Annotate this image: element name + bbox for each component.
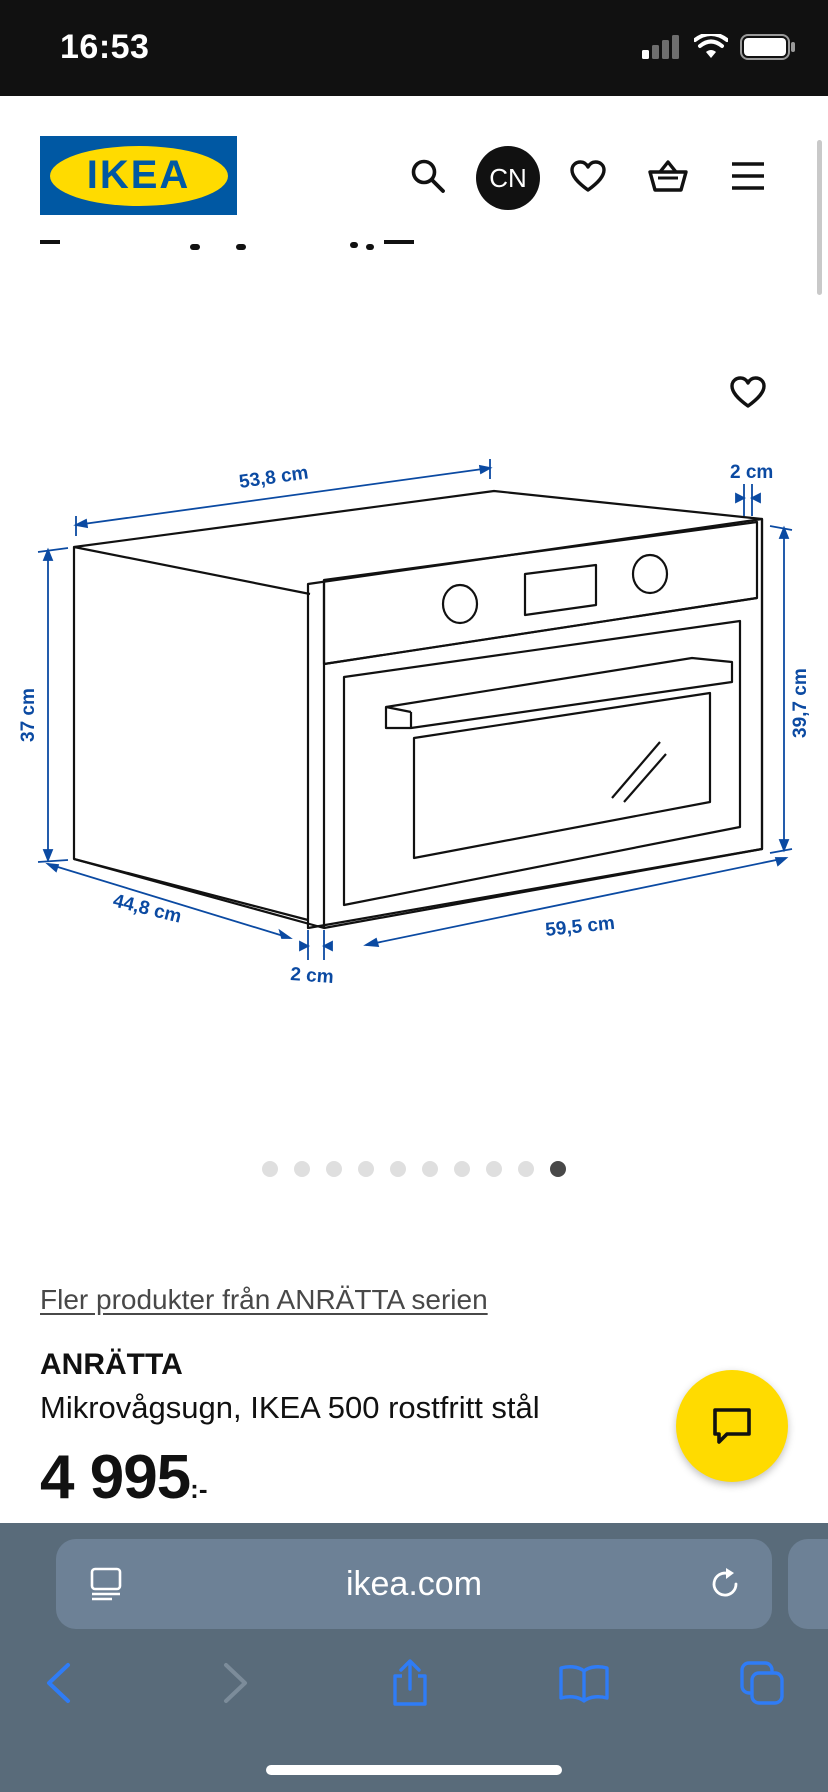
home-indicator[interactable] — [266, 1765, 562, 1775]
share-icon — [393, 1659, 427, 1706]
status-time: 16:53 — [60, 28, 150, 66]
page-scrollbar[interactable] — [817, 140, 822, 295]
image-favorite-button[interactable] — [718, 362, 778, 422]
address-bar[interactable]: ikea.com — [56, 1539, 772, 1629]
carousel-dot[interactable] — [518, 1161, 534, 1177]
product-price: 4 995 :- — [40, 1442, 207, 1513]
dimension-label-width: 59,5 cm — [544, 913, 616, 941]
back-chevron-icon — [47, 1663, 70, 1703]
dimension-label-height-left: 37 cm — [18, 688, 39, 742]
bookmarks-button[interactable] — [554, 1653, 614, 1713]
dimension-label-offset-bottom: 2 cm — [290, 964, 335, 988]
basket-icon — [648, 160, 688, 192]
book-icon — [559, 1665, 609, 1703]
menu-button[interactable] — [718, 146, 778, 206]
heart-icon — [570, 160, 606, 192]
price-value: 4 995 — [40, 1443, 191, 1512]
dimension-label-depth: 53,8 cm — [238, 462, 310, 493]
price-suffix: :- — [190, 1474, 208, 1504]
heart-icon — [730, 376, 766, 408]
carousel-dot[interactable] — [486, 1161, 502, 1177]
share-button[interactable] — [380, 1653, 440, 1713]
dimension-label-height-right: 39,7 cm — [790, 668, 811, 738]
carousel-dot[interactable] — [262, 1161, 278, 1177]
carousel-dot[interactable] — [550, 1161, 566, 1177]
dimension-label-depth-bottom: 44,8 cm — [111, 890, 184, 927]
knob-right — [631, 553, 669, 595]
image-carousel-dots — [262, 1161, 566, 1177]
logo-oval: IKEA — [49, 145, 228, 206]
dimension-label-offset-top: 2 cm — [730, 462, 773, 483]
status-bar: 16:53 — [0, 0, 828, 96]
language-button[interactable]: CN — [476, 146, 540, 210]
carousel-dot[interactable] — [326, 1161, 342, 1177]
front-panel-inner — [322, 520, 759, 666]
cart-button[interactable] — [638, 146, 698, 206]
oven-door — [342, 619, 742, 907]
battery-icon — [740, 34, 795, 60]
next-tab-peek[interactable] — [788, 1539, 828, 1629]
hamburger-menu-icon — [732, 162, 764, 190]
door-handle — [384, 656, 734, 730]
product-description: Mikrovågsugn, IKEA 500 rostfritt stål — [40, 1390, 540, 1425]
carousel-dot[interactable] — [294, 1161, 310, 1177]
reader-mode-icon[interactable] — [90, 1567, 122, 1601]
forward-button[interactable] — [206, 1653, 266, 1713]
search-button[interactable] — [398, 146, 458, 206]
control-panel-divider — [323, 596, 758, 666]
door-window — [412, 691, 712, 860]
favorites-button[interactable] — [558, 146, 618, 206]
status-icons — [642, 34, 796, 60]
safari-toolbar: ikea.com — [0, 1523, 828, 1792]
search-icon — [411, 159, 445, 193]
chat-button[interactable] — [676, 1370, 788, 1482]
display-panel — [523, 563, 598, 617]
ikea-logo[interactable]: IKEA — [40, 136, 237, 215]
site-header: IKEA CN — [0, 96, 828, 246]
chat-bubble-icon — [713, 1408, 751, 1444]
carousel-dot[interactable] — [358, 1161, 374, 1177]
knob-left — [441, 583, 479, 625]
signal-bars-icon — [642, 35, 679, 59]
series-link[interactable]: Fler produkter från ANRÄTTA serien — [40, 1284, 488, 1315]
clipped-text-fragment — [40, 240, 440, 258]
product-dimension-drawing[interactable]: 53,8 cm 2 cm 39,7 cm 37 cm 44,8 cm 2 cm … — [0, 340, 828, 1030]
back-button[interactable] — [28, 1653, 88, 1713]
product-name: ANRÄTTA — [40, 1348, 183, 1381]
carousel-dot[interactable] — [422, 1161, 438, 1177]
cabinet-bottom-edge — [73, 857, 309, 922]
logo-text: IKEA — [86, 153, 191, 197]
forward-chevron-icon — [224, 1663, 247, 1703]
carousel-dot[interactable] — [454, 1161, 470, 1177]
wifi-icon — [694, 34, 728, 58]
tabs-icon — [740, 1661, 784, 1705]
window-reflection — [611, 741, 661, 799]
tabs-button[interactable] — [732, 1653, 792, 1713]
carousel-dot[interactable] — [390, 1161, 406, 1177]
reload-icon[interactable] — [708, 1567, 742, 1601]
url-text: ikea.com — [345, 1564, 483, 1603]
